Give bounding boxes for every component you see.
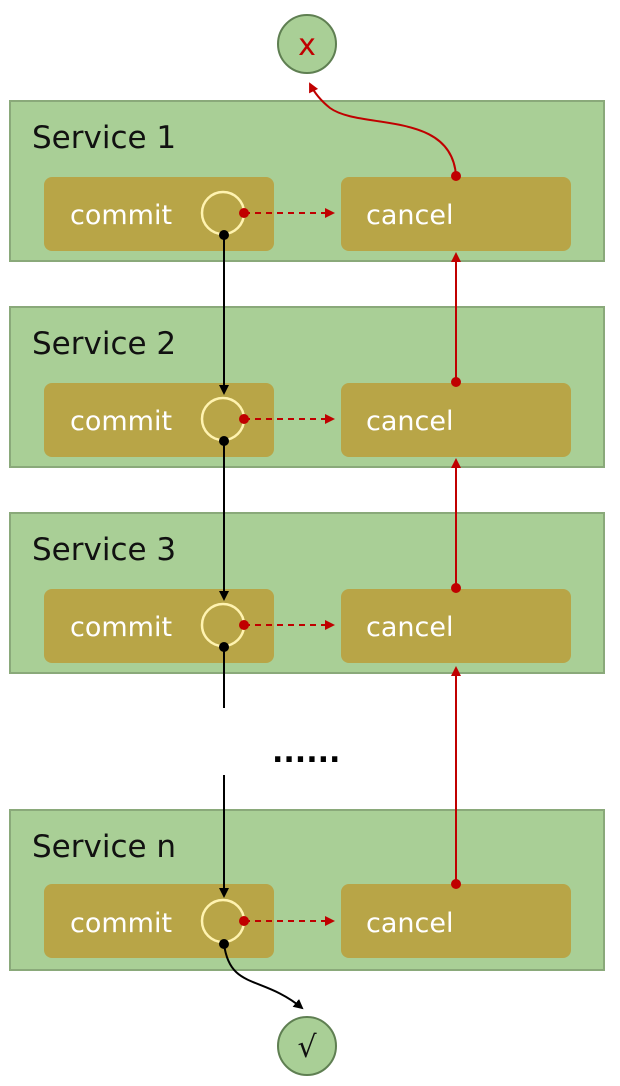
cancel-box — [341, 383, 571, 457]
commit-dot — [219, 939, 229, 949]
cancel-label: cancel — [366, 612, 453, 643]
cancel-trigger-dot — [239, 208, 249, 218]
cancel-dot — [451, 171, 461, 181]
commit-label: commit — [70, 200, 172, 231]
commit-label: commit — [70, 406, 172, 437]
success-symbol: √ — [297, 1030, 317, 1065]
service-panel-1: Service 1 commit cancel — [9, 100, 605, 262]
cancel-box — [341, 884, 571, 958]
service-title: Service 1 — [32, 120, 176, 156]
success-terminal-circle — [277, 1016, 337, 1076]
service-title: Service 3 — [32, 532, 176, 568]
ellipsis-text: ...... — [272, 735, 340, 770]
cancel-label: cancel — [366, 200, 453, 231]
success-terminal: √ — [277, 1016, 337, 1076]
fail-symbol: x — [298, 28, 316, 63]
cancel-flow — [309, 82, 461, 889]
cancel-box — [341, 589, 571, 663]
service-panel-2: Service 2 commit cancel — [9, 306, 605, 468]
cancel-trigger-dot — [239, 414, 249, 424]
commit-label: commit — [70, 908, 172, 939]
fail-terminal-circle — [277, 14, 337, 74]
commit-arrow-to-success — [223, 943, 304, 1010]
commit-flow — [219, 230, 304, 1010]
commit-dot — [219, 436, 229, 446]
commit-label: commit — [70, 612, 172, 643]
cancel-trigger-dot — [239, 916, 249, 926]
fail-terminal: x — [277, 14, 337, 74]
service-panel-n: Service n commit cancel — [9, 809, 605, 971]
cancel-label: cancel — [366, 908, 453, 939]
cancel-dot — [451, 879, 461, 889]
cancel-trigger-flow — [239, 208, 335, 926]
cancel-arrow-to-fail — [309, 82, 457, 177]
cancel-box — [341, 177, 571, 251]
cancel-dot — [451, 583, 461, 593]
cancel-dot — [451, 377, 461, 387]
service-title: Service n — [32, 829, 176, 865]
service-title: Service 2 — [32, 326, 176, 362]
service-panel-3: Service 3 commit cancel — [9, 512, 605, 674]
commit-dot — [219, 230, 229, 240]
cancel-trigger-dot — [239, 620, 249, 630]
commit-dot — [219, 642, 229, 652]
cancel-label: cancel — [366, 406, 453, 437]
commit-box — [44, 884, 274, 958]
